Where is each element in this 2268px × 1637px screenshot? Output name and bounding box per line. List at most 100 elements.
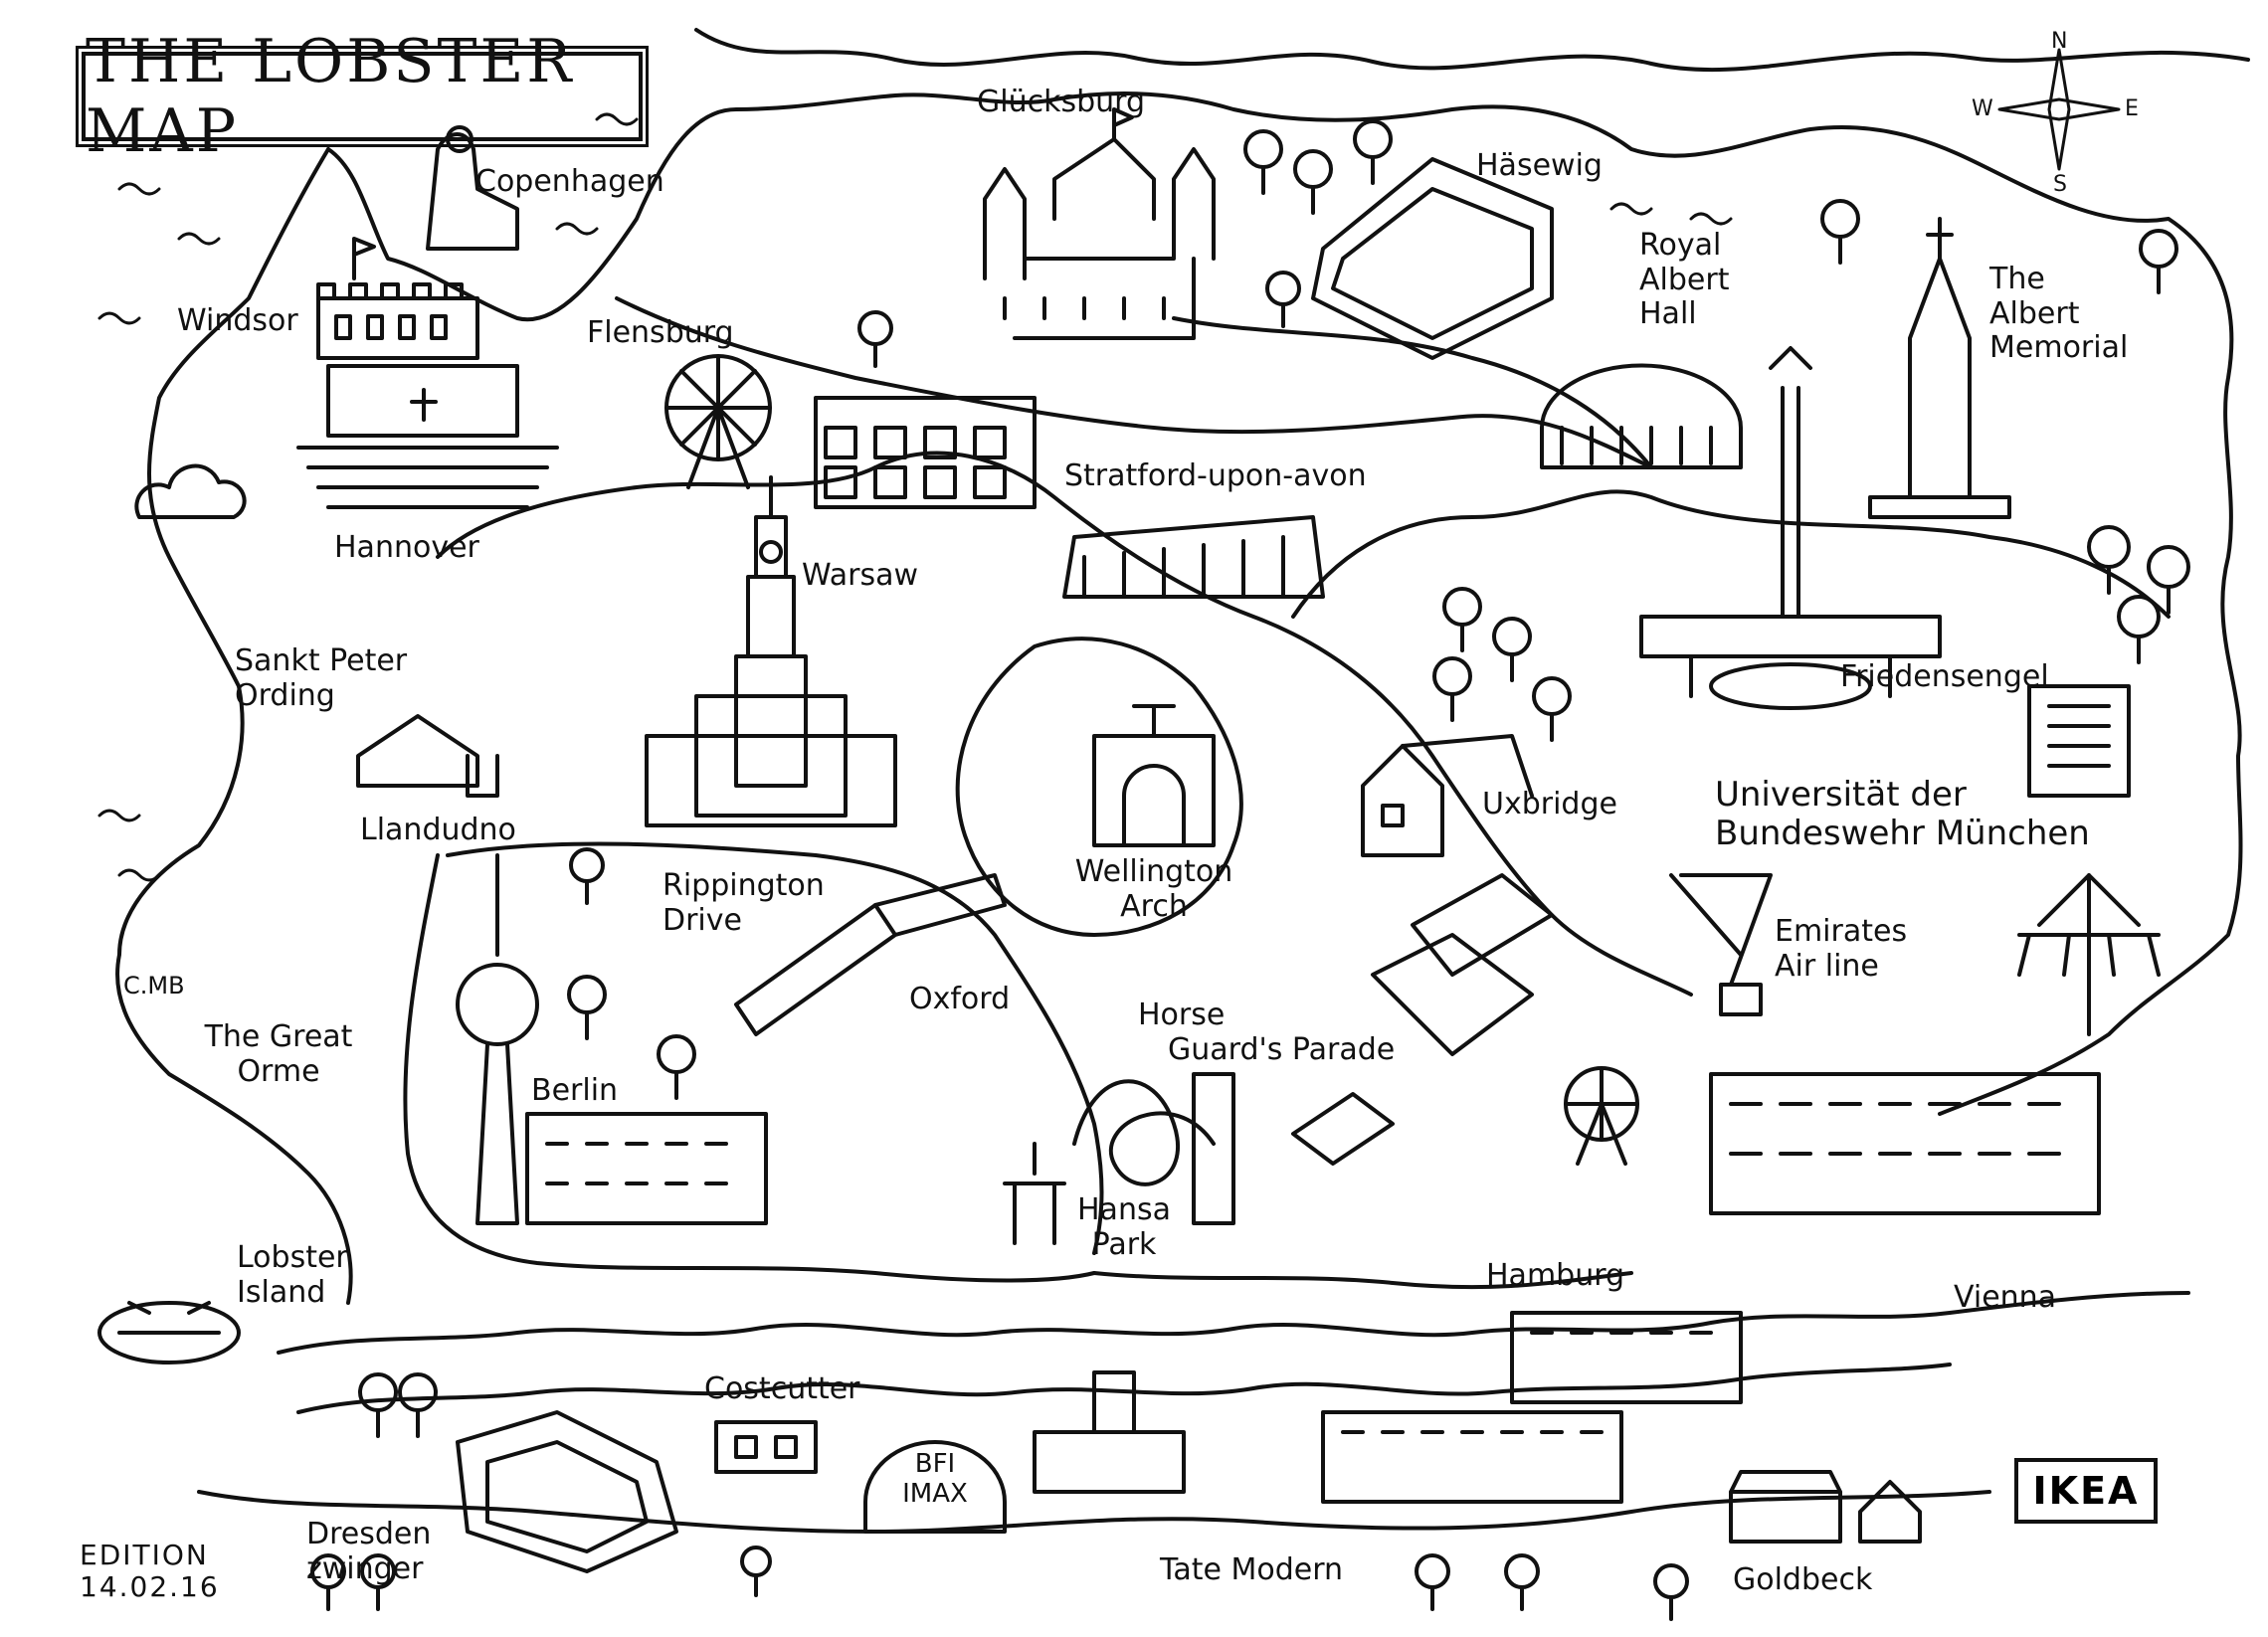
label-rippington-drive: Rippington Drive xyxy=(662,868,825,938)
stadium-icon xyxy=(1311,157,1554,360)
label-royal-albert-hall: Royal Albert Hall xyxy=(1639,228,1730,332)
label-haesewig: Häsewig xyxy=(1476,148,1603,183)
label-line: Guard's Parade xyxy=(1168,1031,1396,1067)
small-ferris-wheel-icon xyxy=(1564,1066,1639,1166)
tudor-house-icon xyxy=(814,396,1037,509)
tree-icon xyxy=(1532,676,1572,742)
tree-icon xyxy=(360,1553,396,1611)
tree-icon xyxy=(1442,587,1482,652)
label-line: Drive xyxy=(662,902,742,938)
label-tate-modern: Tate Modern xyxy=(1160,1552,1344,1587)
warehouse-row-icon xyxy=(1321,1410,1623,1504)
label-cmb: C.MB xyxy=(123,972,185,1000)
label-line: Albert xyxy=(1639,262,1730,297)
tree-icon-group xyxy=(310,119,2190,1621)
label-line: Park xyxy=(1091,1226,1157,1262)
label-line: Sankt Peter xyxy=(235,643,408,678)
map-title: THE LOBSTER MAP xyxy=(76,27,649,166)
palace-icon xyxy=(983,107,1216,340)
tree-icon xyxy=(1432,656,1472,722)
label-line: Memorial xyxy=(1989,330,2129,365)
zwinger-icon xyxy=(456,1410,678,1573)
label-line: Bundeswehr München xyxy=(1715,814,2090,854)
edition-line-2: 14.02.16 xyxy=(80,1570,220,1604)
tree-icon xyxy=(1265,271,1301,328)
tate-modern-icon xyxy=(1033,1370,1186,1494)
road-north xyxy=(615,296,1653,469)
ikea-sign: IKEA xyxy=(2014,1458,2158,1524)
label-line: The Great xyxy=(204,1019,353,1054)
north-coastline xyxy=(694,28,2250,73)
water-waves xyxy=(97,112,1733,882)
label-universitaet: Universität der Bundeswehr München xyxy=(1715,775,2090,854)
label-line: BFI xyxy=(914,1449,956,1479)
label-uxbridge: Uxbridge xyxy=(1482,787,1617,821)
edition-line-1: EDITION xyxy=(80,1539,209,1571)
label-line: Emirates xyxy=(1775,914,1908,949)
house-icon xyxy=(1361,734,1534,857)
label-hansa-park: Hansa Park xyxy=(1064,1192,1184,1262)
tree-icon xyxy=(1243,129,1283,195)
goldbeck-house-icon xyxy=(1729,1470,1922,1544)
label-warsaw: Warsaw xyxy=(802,558,919,593)
memorial-spire-icon xyxy=(1868,217,2011,519)
label-line: Orme xyxy=(237,1053,320,1089)
label-stratford: Stratford-upon-avon xyxy=(1064,458,1367,493)
label-great-orme: The Great Orme xyxy=(199,1019,358,1089)
tree-icon xyxy=(1820,199,1860,265)
tree-icon xyxy=(398,1372,438,1438)
label-sankt-peter-ording: Sankt Peter Ording xyxy=(235,643,408,713)
label-line: Royal xyxy=(1639,228,1722,263)
label-hamburg: Hamburg xyxy=(1486,1258,1625,1293)
mainland-outline xyxy=(326,91,2243,1116)
shop-icon xyxy=(714,1420,818,1474)
road-central xyxy=(446,841,1104,1255)
label-gluecksburg: Glücksburg xyxy=(977,85,1145,119)
label-goldbeck: Goldbeck xyxy=(1733,1562,1873,1597)
castle-icon xyxy=(316,237,479,360)
pier-house-icon xyxy=(356,714,499,798)
label-line: Island xyxy=(237,1274,326,1310)
dome-hall-icon xyxy=(1540,363,1743,469)
label-llandudno: Llandudno xyxy=(360,813,516,847)
label-line: Wellington xyxy=(1074,854,1233,889)
stage-icon xyxy=(296,364,559,509)
label-dresden-zwinger: Dresden zwinger xyxy=(306,1517,431,1586)
palace-tower-icon xyxy=(645,475,897,827)
label-berlin: Berlin xyxy=(531,1073,619,1108)
label-friedensengel: Friedensengel xyxy=(1840,659,2049,694)
tree-icon xyxy=(857,310,893,368)
road-bottom xyxy=(197,1490,1991,1534)
south-coastline xyxy=(277,1291,2190,1355)
label-flensburg: Flensburg xyxy=(587,315,734,350)
compass-e: E xyxy=(2125,96,2139,121)
label-copenhagen: Copenhagen xyxy=(475,164,664,199)
compass-s: S xyxy=(2053,172,2067,197)
tree-icon xyxy=(358,1372,398,1438)
compass-n: N xyxy=(2051,29,2067,54)
label-vienna: Vienna xyxy=(1954,1280,2057,1315)
roller-coaster-icon xyxy=(1003,1072,1235,1245)
road-ring-inner xyxy=(955,637,1243,937)
label-oxford: Oxford xyxy=(909,982,1011,1016)
swing-ride-icon xyxy=(2017,873,2161,1036)
label-albert-memorial: The Albert Memorial xyxy=(1989,262,2129,366)
road-west xyxy=(403,853,1096,1283)
imax-dome-icon xyxy=(863,1440,1007,1534)
tree-icon xyxy=(1353,119,1393,185)
road-north-2 xyxy=(1172,316,1653,469)
label-line: The xyxy=(1989,262,2045,296)
tree-icon xyxy=(569,847,605,905)
label-bfi-imax: BFI IMAX xyxy=(875,1449,995,1510)
tree-icon xyxy=(1415,1553,1450,1611)
arch-icon xyxy=(1092,704,1216,847)
label-line: Universität der xyxy=(1715,775,1967,815)
road-south xyxy=(1092,1271,1633,1290)
label-line: Horse xyxy=(1138,998,1226,1032)
tree-icon xyxy=(1504,1553,1540,1611)
label-line: Ording xyxy=(235,677,335,713)
hamburg-building-icon xyxy=(1510,1311,1743,1404)
label-line: Arch xyxy=(1120,888,1188,924)
tree-icon xyxy=(657,1034,696,1100)
